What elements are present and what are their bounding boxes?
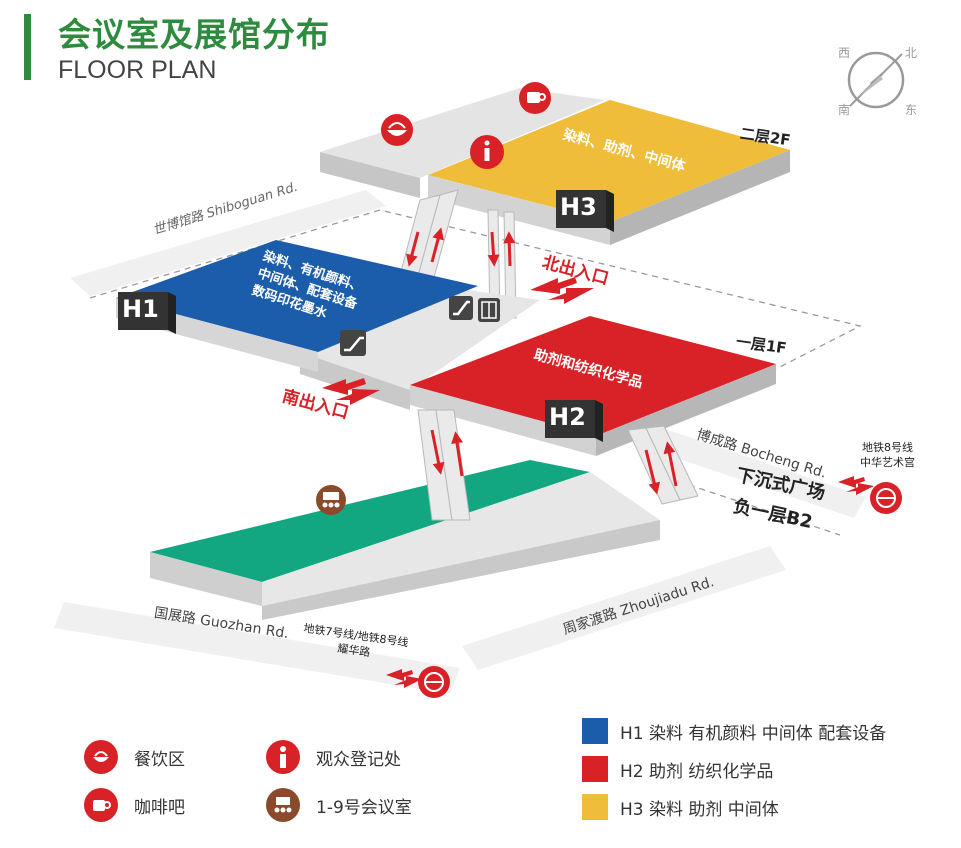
- legend-hall-h3-label: H3 染料 助剂 中间体: [620, 799, 779, 820]
- road-bocheng: [650, 428, 866, 518]
- compass-south-label: 南: [838, 103, 851, 117]
- legend-hall-h3: H3 染料 助剂 中间体: [582, 794, 779, 820]
- legend-swatch-h2: [582, 756, 608, 782]
- legend-hall-h2: H2 助剂 纺织化学品: [582, 756, 773, 782]
- hall-h3-code: H3: [560, 193, 597, 221]
- legend-cafe-label: 咖啡吧: [134, 797, 185, 818]
- legend-swatch-h1: [582, 718, 608, 744]
- legend-dining: 餐饮区: [84, 740, 185, 774]
- escalator-icon: [449, 296, 473, 320]
- compass-east-label: 东: [905, 103, 918, 117]
- hall-h1-badge: [118, 292, 176, 334]
- legend-hall-h2-label: H2 助剂 纺织化学品: [620, 761, 774, 782]
- page-title: 会议室及展馆分布: [58, 15, 330, 54]
- hall-h1-code: H1: [122, 295, 159, 323]
- legend-hall-h1: H1 染料 有机颜料 中间体 配套设备: [582, 718, 886, 744]
- legend-meeting-label: 1-9号会议室: [316, 797, 412, 818]
- elevator-icon: [478, 298, 500, 322]
- road-guozhan: [54, 602, 460, 694]
- compass-icon: [847, 51, 905, 109]
- meeting-room-icon: [316, 485, 346, 515]
- metro-icon: [870, 482, 902, 514]
- legend-meeting: 1-9号会议室: [266, 788, 412, 822]
- meeting-room-icon: [266, 788, 300, 822]
- metro-arrows-right: [838, 476, 874, 495]
- hall-h3-floor: [428, 100, 790, 222]
- compass-west-label: 西: [838, 46, 851, 60]
- metro-label-line8: 地铁8号线 中华艺术宫: [860, 441, 915, 469]
- north-entrance-arrows: [530, 277, 594, 304]
- hall-h2-floor: [410, 316, 776, 436]
- basement-slab-right: [262, 472, 660, 606]
- title-accent-bar: [24, 14, 31, 80]
- legend-cafe: 咖啡吧: [84, 788, 185, 822]
- legend-hall-h1-label: H1 染料 有机颜料 中间体 配套设备: [620, 723, 887, 744]
- info-icon: [266, 740, 300, 774]
- coffee-icon: [519, 82, 551, 114]
- road-zhoujiadu: [462, 546, 786, 670]
- compass-north-label: 北: [905, 46, 918, 60]
- legend-info-label: 观众登记处: [316, 749, 401, 770]
- legend-dining-label: 餐饮区: [134, 749, 185, 770]
- coffee-icon: [84, 788, 118, 822]
- page-subtitle: FLOOR PLAN: [58, 56, 217, 84]
- hall-h3-badge: [556, 190, 614, 232]
- hall-h2-badge: [545, 400, 603, 442]
- south-entrance-arrows: [322, 378, 380, 405]
- road-shiboguan: [70, 190, 386, 296]
- metro-icon: [418, 666, 450, 698]
- dining-icon: [381, 114, 413, 146]
- legend-swatch-h3: [582, 794, 608, 820]
- info-icon: [470, 135, 504, 169]
- dining-icon: [84, 740, 118, 774]
- basement-slab-left: [150, 460, 590, 582]
- hall-h2-code: H2: [549, 403, 586, 431]
- metro-arrows-bottom: [386, 669, 422, 688]
- legend-info: 观众登记处: [266, 740, 401, 774]
- hall-h1-floor: [116, 240, 478, 352]
- escalator-icon: [340, 330, 366, 356]
